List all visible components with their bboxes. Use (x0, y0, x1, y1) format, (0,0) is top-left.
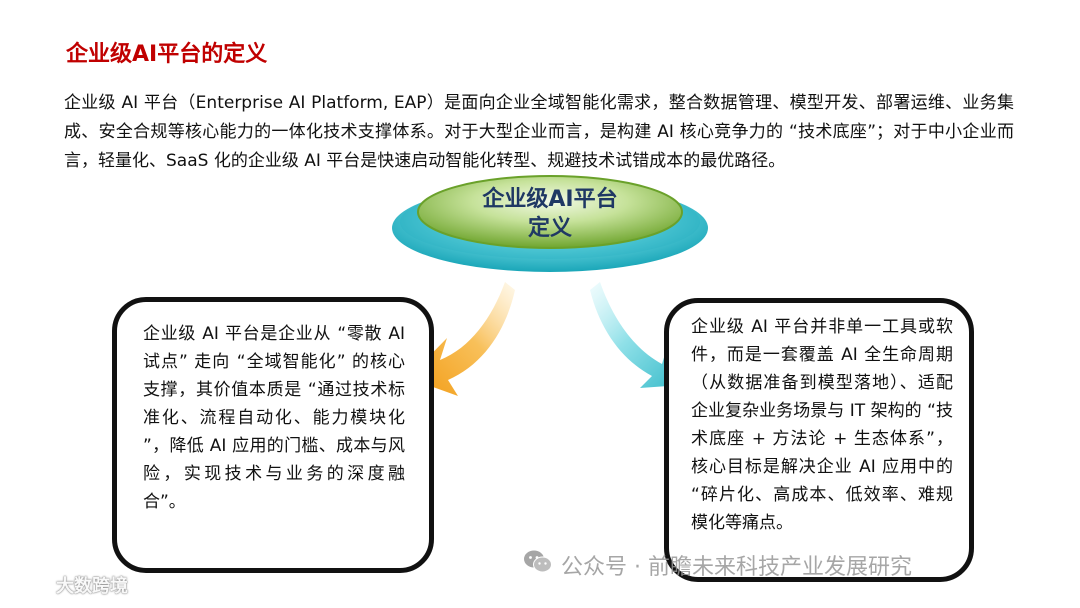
left-definition-box: 企业级 AI 平台是企业从 “零散 AI 试点” 走向 “全域智能化” 的核心支… (112, 297, 434, 573)
center-node-line2: 定义 (527, 216, 572, 241)
right-definition-box: 企业级 AI 平台并非单一工具或软件，而是一套覆盖 AI 全生命周期（从数据准备… (664, 298, 974, 582)
left-arrow (408, 282, 515, 396)
center-node-line1: 企业级AI平台 (482, 187, 618, 212)
center-node-label: 企业级AI平台 定义 (440, 185, 660, 243)
wechat-icon (523, 549, 553, 581)
center-ellipse (392, 175, 708, 272)
wechat-watermark: 公众号 · 前瞻未来科技产业发展研究 (523, 549, 912, 581)
right-box-text: 企业级 AI 平台并非单一工具或软件，而是一套覆盖 AI 全生命周期（从数据准备… (691, 317, 953, 533)
watermark-text: 公众号 · 前瞻未来科技产业发展研究 (561, 555, 912, 580)
logo-icon (10, 573, 50, 598)
corner-watermark-text: 大数跨境 (56, 576, 128, 597)
intro-paragraph: 企业级 AI 平台（Enterprise AI Platform, EAP）是面… (64, 93, 1014, 171)
page-title: 企业级AI平台的定义 (66, 42, 268, 67)
corner-watermark: 大数跨境 (10, 572, 128, 598)
left-box-text: 企业级 AI 平台是企业从 “零散 AI 试点” 走向 “全域智能化” 的核心支… (143, 324, 405, 512)
